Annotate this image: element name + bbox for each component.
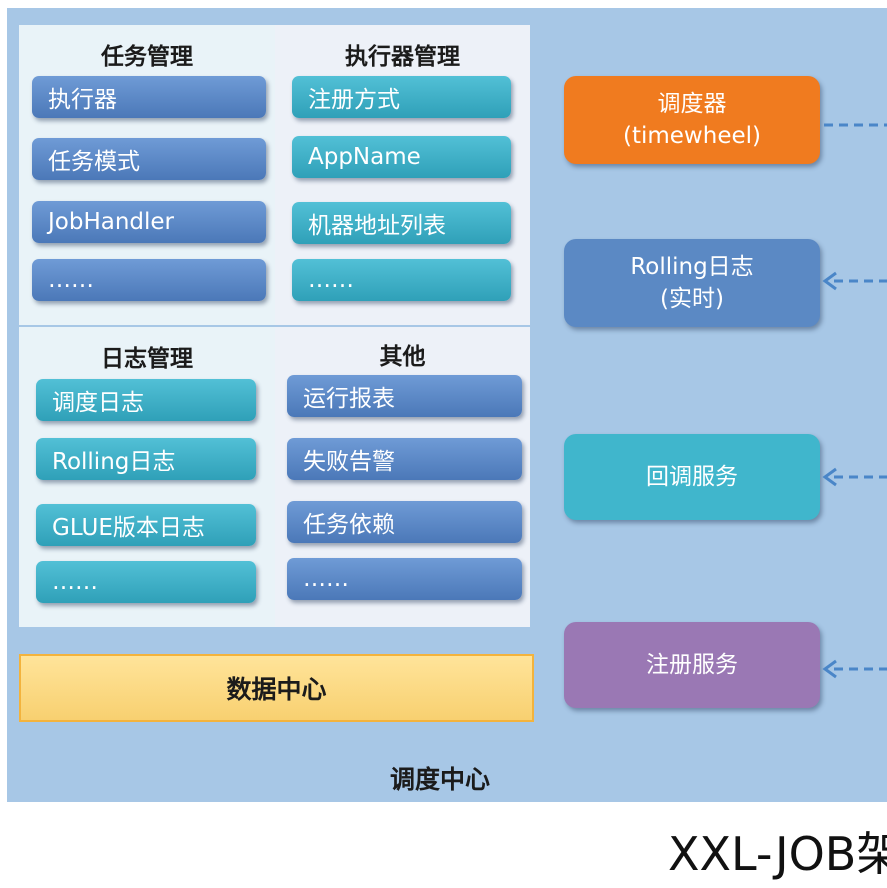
executor-item-appname: AppName xyxy=(292,136,511,178)
task-item-jobhandler: JobHandler xyxy=(32,201,266,243)
registry-service-box: 注册服务 xyxy=(564,622,820,708)
callback-service-box: 回调服务 xyxy=(564,434,820,520)
log-item-more: …… xyxy=(36,561,256,603)
task-item-executor: 执行器 xyxy=(32,76,266,118)
scheduler-label: 调度器 xyxy=(657,91,727,117)
callback-arrowhead xyxy=(822,467,837,487)
log-item-glue: GLUE版本日志 xyxy=(36,504,256,546)
scheduler-box: 调度器 (timewheel) xyxy=(564,76,820,164)
scheduler-sublabel: (timewheel) xyxy=(623,123,761,149)
other-item-alarm: 失败告警 xyxy=(287,438,522,480)
other-item-report: 运行报表 xyxy=(287,375,522,417)
log-item-rolling: Rolling日志 xyxy=(36,438,256,480)
registry-arrowhead xyxy=(822,659,837,679)
log-management-title: 日志管理 xyxy=(101,346,193,372)
data-center-box: 数据中心 xyxy=(19,654,534,722)
log-item-schedule: 调度日志 xyxy=(36,379,256,421)
registry-service-label: 注册服务 xyxy=(646,652,738,678)
rolling-log-sublabel: (实时) xyxy=(660,286,724,312)
other-title: 其他 xyxy=(379,344,426,370)
executor-item-address-list: 机器地址列表 xyxy=(292,202,511,244)
task-item-mode: 任务模式 xyxy=(32,138,266,180)
other-item-more: …… xyxy=(287,558,522,600)
task-management-title: 任务管理 xyxy=(101,44,193,70)
other-item-dependency: 任务依赖 xyxy=(287,501,522,543)
rolling-log-label: Rolling日志 xyxy=(630,254,754,280)
rolling-log-arrowhead xyxy=(822,271,837,291)
page-title: XXL-JOB架 xyxy=(668,827,887,881)
executor-management-title: 执行器管理 xyxy=(345,44,460,70)
executor-item-registration: 注册方式 xyxy=(292,76,511,118)
rolling-log-box: Rolling日志 (实时) xyxy=(564,239,820,327)
callback-service-label: 回调服务 xyxy=(646,464,738,490)
task-item-more: …… xyxy=(32,259,266,301)
executor-item-more: …… xyxy=(292,259,511,301)
scheduling-center-label: 调度中心 xyxy=(389,765,490,794)
